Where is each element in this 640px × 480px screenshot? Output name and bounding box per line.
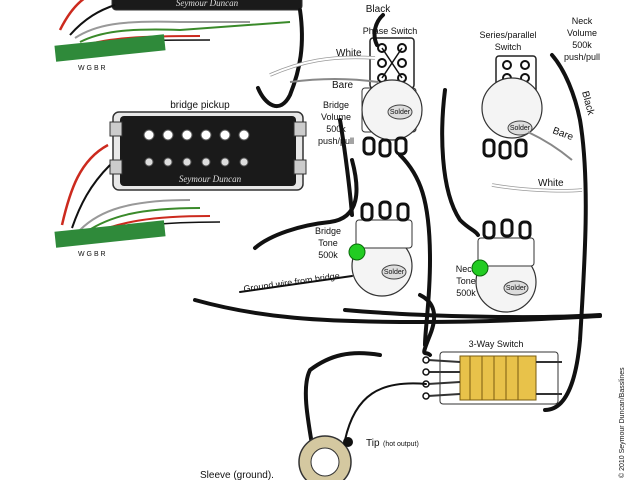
right-white-bare-wires xyxy=(491,131,583,193)
tip-label: Tip xyxy=(366,438,380,449)
neck-black-lead xyxy=(256,8,304,109)
series-parallel-label-2: Switch xyxy=(495,42,522,52)
bridge-volume-label-4: push/pull xyxy=(318,136,354,146)
bare-right-label: Bare xyxy=(551,125,575,143)
bridge-tone-label-3: 500k xyxy=(318,250,338,260)
neck-volume-label-1: Neck xyxy=(572,16,593,26)
neck-volume-label-3: 500k xyxy=(572,40,592,50)
neck-tone-capacitor-icon xyxy=(471,259,489,277)
three-way-switch-label: 3-Way Switch xyxy=(469,339,524,349)
bridge-pickup-pcb: W G B R xyxy=(54,220,166,258)
bridge-tone-pot: Solder xyxy=(348,200,413,297)
output-jack-icon xyxy=(298,435,353,480)
phase-black-wire xyxy=(372,13,385,47)
black-top-label: Black xyxy=(366,4,391,15)
white-right-label: White xyxy=(538,178,564,189)
neck-tone-label-1: Neck xyxy=(456,264,477,274)
bare-left-label: Bare xyxy=(332,80,354,91)
three-way-switch xyxy=(422,351,562,405)
white-left-label: White xyxy=(336,48,362,59)
bridge-volume-pot: Solder xyxy=(361,79,423,158)
bridge-pickup-label: bridge pickup xyxy=(170,100,230,111)
bridge-ground-wire xyxy=(239,275,353,293)
neck-volume-solder: Solder xyxy=(510,125,531,132)
phase-switch-label: Phase Switch xyxy=(363,26,418,36)
neck-pickup-pcb: W G B R xyxy=(54,34,166,72)
neck-pickup-brand: Seymour Duncan xyxy=(176,0,239,8)
neck-volume-label-4: push/pull xyxy=(564,52,600,62)
bridge-wire-codes: W G B R xyxy=(78,251,106,258)
bridge-tone-label-2: Tone xyxy=(318,238,338,248)
neck-pickup-body xyxy=(111,0,303,11)
series-parallel-label-1: Series/parallel xyxy=(479,30,536,40)
bridge-pickup-brand: Seymour Duncan xyxy=(179,174,242,184)
neck-tone-solder: Solder xyxy=(506,285,527,292)
neck-tone-pot: Solder xyxy=(471,218,537,313)
phase-white-bare-wires xyxy=(269,55,379,83)
bridge-volume-label-1: Bridge xyxy=(323,100,349,110)
copyright-text: © 2010 Seymour Duncan/Basslines xyxy=(618,367,626,478)
ground-wire-label: Ground wire from bridge xyxy=(243,271,340,294)
bridge-tone-capacitor-icon xyxy=(348,243,366,261)
neck-red-wire xyxy=(58,0,85,31)
bridge-tone-label-1: Bridge xyxy=(315,226,341,236)
bridge-tone-solder: Solder xyxy=(384,269,405,276)
neck-wire-codes: W G B R xyxy=(78,65,106,72)
neck-tone-label-2: Tone xyxy=(456,276,476,286)
tip-note: (hot output) xyxy=(383,441,419,448)
switch-to-tip-wire xyxy=(344,382,427,441)
neck-tone-label-3: 500k xyxy=(456,288,476,298)
bridge-pickup: Seymour Duncan xyxy=(109,111,307,191)
phase-switch xyxy=(369,37,415,89)
bridge-volume-label-2: Volume xyxy=(321,112,351,122)
bridge-volume-solder: Solder xyxy=(390,109,411,116)
neck-pickup: Seymour Duncan xyxy=(58,0,303,46)
black-right-label: Black xyxy=(579,90,596,117)
bridge-volume-label-3: 500k xyxy=(326,124,346,134)
sleeve-label: Sleeve (ground). xyxy=(200,470,274,480)
neck-volume-label-2: Volume xyxy=(567,28,597,38)
neck-volume-pot: Solder xyxy=(481,77,543,160)
